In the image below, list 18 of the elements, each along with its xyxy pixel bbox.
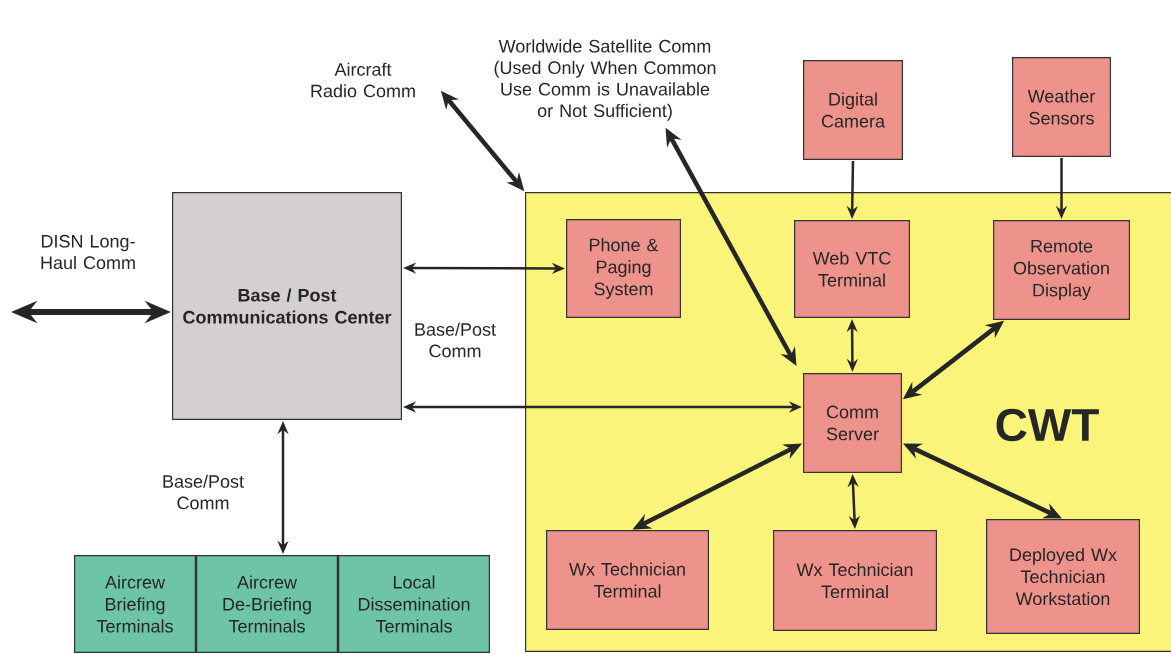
- component-box: Remote Observation Display: [993, 220, 1130, 320]
- terminal-box: Aircrew Briefing Terminals: [74, 555, 196, 653]
- component-box: Digital Camera: [803, 60, 903, 160]
- link-label: Worldwide Satellite Comm (Used Only When Common Use Comm is Unavailable or Not Sufficient): [494, 39, 716, 121]
- component-box: Comm Server: [803, 373, 902, 473]
- component-box: Web VTC Terminal: [794, 220, 910, 318]
- component-box: Deployed Wx Technician Workstation: [986, 519, 1140, 634]
- component-box: Phone & Paging System: [566, 219, 681, 318]
- terminal-box: Aircrew De-Briefing Terminals: [196, 555, 338, 653]
- edge-label: Base/Post Comm: [415, 322, 496, 358]
- component-box: Weather Sensors: [1012, 57, 1111, 157]
- edge-label: DISN Long-Haul Comm: [41, 234, 135, 270]
- component-box: Wx Technician Terminal: [773, 530, 937, 631]
- link-label: Aircraft Radio Comm: [311, 62, 415, 98]
- terminal-box: Local Dissemination Terminals: [338, 555, 490, 653]
- component-box: Wx Technician Terminal: [546, 530, 709, 630]
- center-box: Base / Post Communications Center: [172, 192, 402, 420]
- edge-label: Base/Post Comm: [163, 474, 244, 510]
